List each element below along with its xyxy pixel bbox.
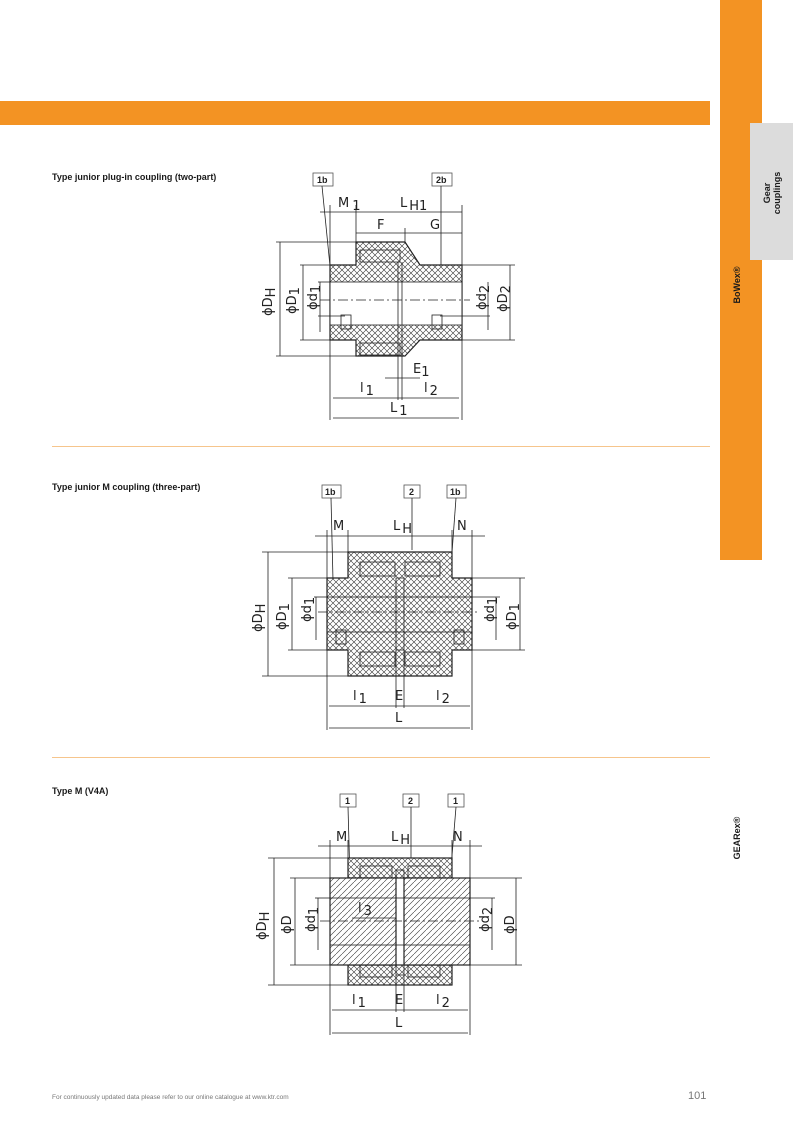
- section-title: Type junior M coupling (three-part): [52, 482, 201, 492]
- dim-E: E: [395, 993, 403, 1008]
- dim-D2: ϕD2: [496, 285, 514, 312]
- dim-M: M: [333, 519, 344, 534]
- part-1: 1: [453, 796, 458, 806]
- part-2b: 2b: [436, 175, 447, 185]
- dim-d1: ϕd1: [304, 907, 322, 932]
- dim-d1-right: ϕd1: [483, 597, 501, 622]
- dim-G: G: [430, 218, 440, 233]
- side-strip: [720, 0, 762, 560]
- section-title: Type junior plug-in coupling (two-part): [52, 172, 217, 182]
- section-tab-label: Gear couplings: [762, 153, 782, 233]
- dim-D1: ϕD1: [285, 287, 303, 314]
- dim-N: N: [457, 519, 467, 534]
- dim-E: E: [395, 689, 403, 704]
- dim-D-right: ϕD: [503, 915, 518, 934]
- part-callouts: 1b 2b: [312, 172, 453, 267]
- part-1b: 1b: [325, 487, 336, 497]
- dim-D1-right: ϕD1: [505, 603, 523, 630]
- dim-d2: ϕd2: [478, 907, 496, 932]
- dim-L: L: [395, 711, 403, 726]
- separator: [52, 446, 710, 447]
- dim-E1: E1: [413, 362, 430, 380]
- part-1b: 1b: [450, 487, 461, 497]
- footer-note: For continuously updated data please ref…: [52, 1094, 289, 1101]
- part-1: 1: [345, 796, 350, 806]
- part-2: 2: [408, 796, 413, 806]
- dim-L: L: [395, 1016, 403, 1031]
- part-2: 2: [409, 487, 414, 497]
- dim-D1: ϕD1: [275, 603, 293, 630]
- dim-M: M: [336, 830, 347, 845]
- coupling-body: [320, 857, 480, 986]
- dimension-lines: [276, 205, 515, 420]
- page-number: 101: [688, 1090, 707, 1102]
- dim-d1: ϕd1: [300, 597, 318, 622]
- dim-D: ϕD: [280, 915, 295, 934]
- part-callouts: 1b 2 1b: [321, 484, 467, 581]
- brand-bowex: BoWex®: [732, 266, 742, 304]
- dim-F: F: [377, 218, 384, 233]
- dim-d1: ϕd1: [306, 285, 324, 310]
- separator: [52, 757, 710, 758]
- dim-DH: ϕDH: [255, 912, 273, 940]
- section-title: Type M (V4A): [52, 786, 109, 796]
- dim-N: N: [453, 830, 463, 845]
- brand-gearex: GEARex®: [732, 816, 742, 860]
- part-1b: 1b: [317, 175, 328, 185]
- tab-label-line1: Gear: [762, 182, 772, 204]
- section-tab[interactable]: Gear couplings: [750, 123, 793, 260]
- header-band: [0, 101, 710, 125]
- dim-DH: ϕDH: [261, 288, 279, 316]
- tab-label-line2: couplings: [772, 171, 782, 215]
- dim-DH: ϕDH: [251, 604, 269, 632]
- dimension-lines: [262, 530, 525, 730]
- dim-d2: ϕd2: [475, 285, 493, 310]
- dimension-lines: [268, 840, 522, 1035]
